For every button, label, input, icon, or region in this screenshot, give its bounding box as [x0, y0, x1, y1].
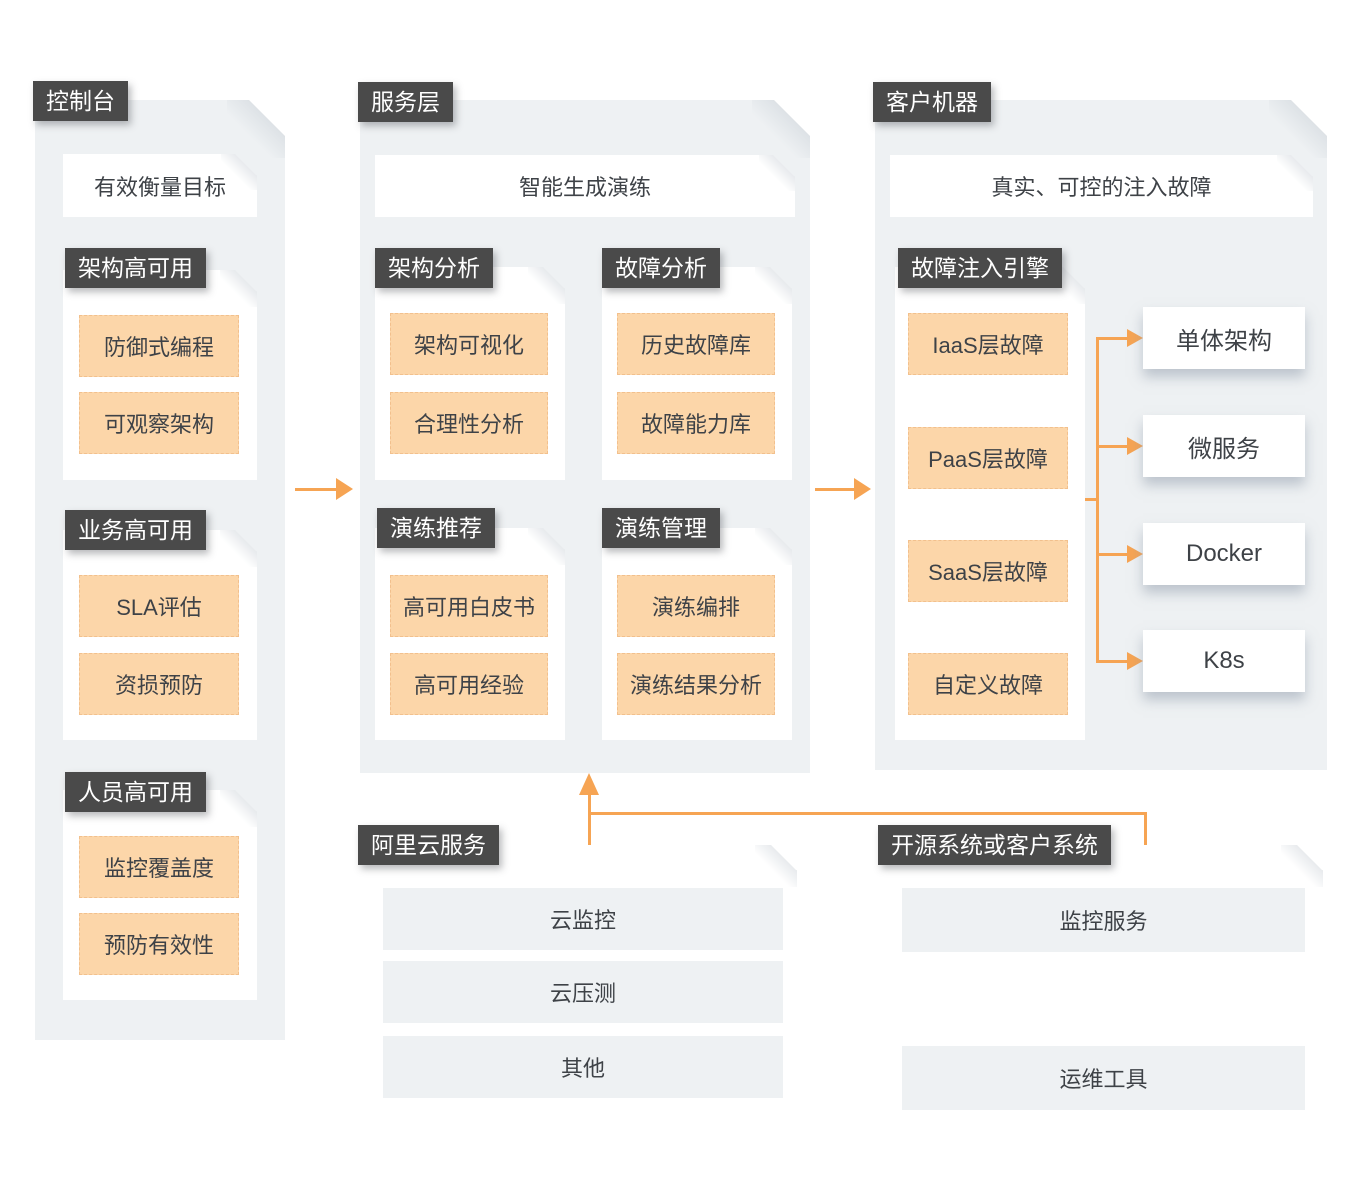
chip-architecture-visualization: 架构可视化 — [390, 313, 548, 375]
chip-iaas-fault: IaaS层故障 — [908, 313, 1068, 375]
row-cloud-monitor: 云监控 — [383, 888, 783, 950]
chip-prevention-effectiveness: 预防有效性 — [79, 913, 239, 975]
row-cloud-load-test: 云压测 — [383, 961, 783, 1023]
chip-paas-fault: PaaS层故障 — [908, 427, 1068, 489]
row-ops-tools: 运维工具 — [902, 1046, 1305, 1110]
target-docker-box: Docker — [1143, 523, 1305, 585]
console-headline-box: 有效衡量目标 — [63, 154, 257, 217]
chip-drill-orchestration: 演练编排 — [617, 575, 775, 637]
service-headline-box: 智能生成演练 — [375, 155, 795, 217]
business-ha-label: 业务高可用 — [65, 510, 206, 550]
chip-ha-whitepaper: 高可用白皮书 — [390, 575, 548, 637]
chip-defensive-programming: 防御式编程 — [79, 315, 239, 377]
customer-headline-box: 真实、可控的注入故障 — [890, 155, 1313, 217]
chip-sla-evaluation: SLA评估 — [79, 575, 239, 637]
target-microservices-box: 微服务 — [1143, 415, 1305, 477]
row-monitoring-service: 监控服务 — [902, 888, 1305, 952]
drill-recommendation-label: 演练推荐 — [377, 508, 495, 548]
chip-drill-result-analysis: 演练结果分析 — [617, 653, 775, 715]
service-panel-label: 服务层 — [358, 82, 453, 122]
staff-ha-label: 人员高可用 — [65, 772, 206, 812]
row-other: 其他 — [383, 1036, 783, 1098]
chip-ha-experience: 高可用经验 — [390, 653, 548, 715]
fault-injection-engine-label: 故障注入引擎 — [898, 248, 1062, 288]
chip-fault-capability-library: 故障能力库 — [617, 392, 775, 454]
fault-analysis-label: 故障分析 — [602, 248, 720, 288]
external-systems-label: 开源系统或客户系统 — [878, 825, 1111, 865]
arch-ha-label: 架构高可用 — [65, 248, 206, 288]
arch-analysis-label: 架构分析 — [375, 248, 493, 288]
chip-observable-architecture: 可观察架构 — [79, 392, 239, 454]
chip-custom-fault: 自定义故障 — [908, 653, 1068, 715]
target-k8s-box: K8s — [1143, 630, 1305, 692]
chip-monitoring-coverage: 监控覆盖度 — [79, 836, 239, 898]
drill-management-label: 演练管理 — [602, 508, 720, 548]
aliyun-services-label: 阿里云服务 — [358, 825, 499, 865]
chip-saas-fault: SaaS层故障 — [908, 540, 1068, 602]
console-panel-label: 控制台 — [33, 81, 128, 121]
chip-loss-prevention: 资损预防 — [79, 653, 239, 715]
chip-rationality-analysis: 合理性分析 — [390, 392, 548, 454]
customer-panel-label: 客户机器 — [873, 82, 991, 122]
target-monolith-box: 单体架构 — [1143, 307, 1305, 369]
chip-historical-fault-library: 历史故障库 — [617, 313, 775, 375]
